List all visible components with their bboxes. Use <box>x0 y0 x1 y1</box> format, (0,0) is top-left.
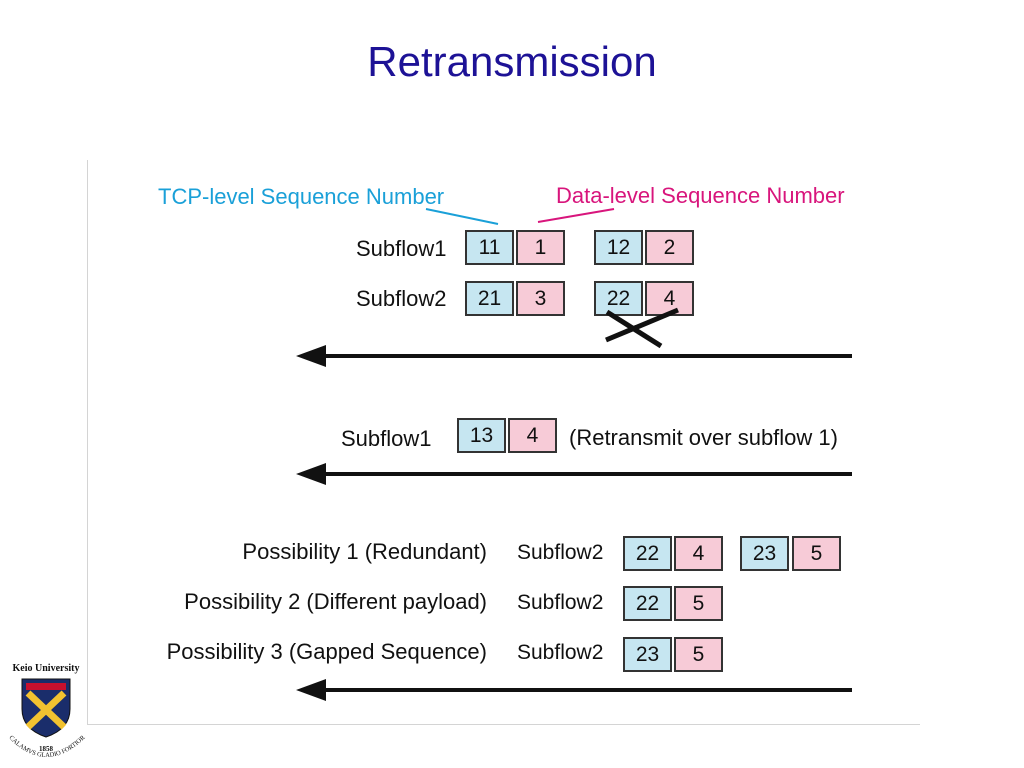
data-seq-box: 4 <box>674 536 723 571</box>
subflow-label: Subflow1 <box>356 236 447 261</box>
tcp-seq-box: 23 <box>740 536 789 571</box>
tcp-seq-box: 22 <box>623 536 672 571</box>
svg-text:1858: 1858 <box>39 745 54 753</box>
data-seq-box: 3 <box>516 281 565 316</box>
subflow-label: Subflow2 <box>517 541 604 564</box>
tcp-seq-box: 22 <box>623 586 672 621</box>
data-seq-box: 5 <box>674 586 723 621</box>
tcp-seq-box: 12 <box>594 230 643 265</box>
frame-left-border <box>87 160 88 725</box>
svg-text:Keio University: Keio University <box>13 663 80 674</box>
loss-cross-icon <box>605 307 679 349</box>
keio-university-logo: Keio University 1858 CALAMVS GLADIO FORT… <box>7 663 87 759</box>
data-pointer-line <box>537 208 615 223</box>
tcp-seq-box: 13 <box>457 418 506 453</box>
data-level-label: Data-level Sequence Number <box>556 183 845 208</box>
tcp-level-label: TCP-level Sequence Number <box>158 184 445 209</box>
slide-title: Retransmission <box>367 38 657 85</box>
retransmit-note: (Retransmit over subflow 1) <box>569 425 838 450</box>
tcp-seq-box-lost: 22 <box>594 281 643 316</box>
arrow-left-icon <box>296 679 852 701</box>
tcp-seq-box: 21 <box>465 281 514 316</box>
possibility-label: Possibility 3 (Gapped Sequence) <box>166 639 487 664</box>
possibility-label: Possibility 1 (Redundant) <box>242 539 487 564</box>
data-seq-box: 4 <box>508 418 557 453</box>
subflow-label: Subflow2 <box>517 591 604 614</box>
tcp-pointer-line <box>425 208 499 225</box>
data-seq-box: 5 <box>792 536 841 571</box>
possibility-label: Possibility 2 (Different payload) <box>184 589 487 614</box>
tcp-seq-box: 23 <box>623 637 672 672</box>
subflow-label: Subflow1 <box>341 426 432 451</box>
subflow-label: Subflow2 <box>356 286 447 311</box>
subflow-label: Subflow2 <box>517 641 604 664</box>
data-seq-box: 1 <box>516 230 565 265</box>
arrow-left-icon <box>296 345 852 367</box>
arrow-left-icon <box>296 463 852 485</box>
data-seq-box: 2 <box>645 230 694 265</box>
data-seq-box: 5 <box>674 637 723 672</box>
frame-bottom-border <box>87 724 920 725</box>
tcp-seq-box: 11 <box>465 230 514 265</box>
